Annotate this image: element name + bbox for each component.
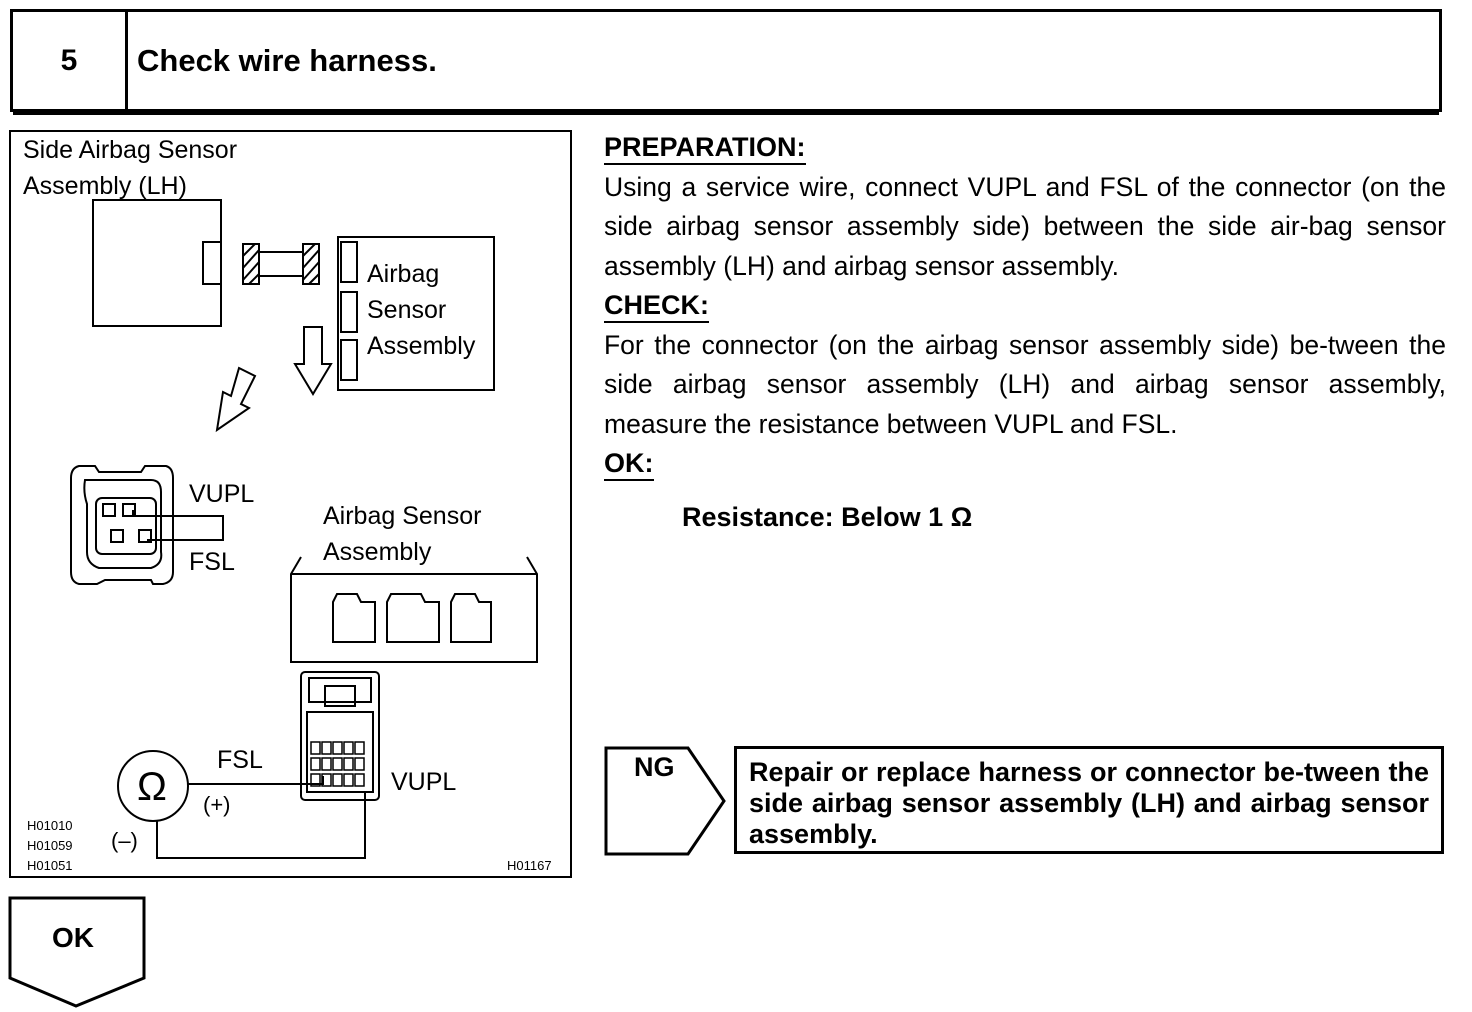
negative-lead xyxy=(156,792,366,859)
fsl-top-label: FSL xyxy=(189,548,235,576)
resistance-spec: Resistance: Below 1 Ω xyxy=(682,501,973,532)
code-3: H01051 xyxy=(27,858,73,873)
step-header: 5 Check wire harness. xyxy=(10,9,1442,115)
ng-label: NG xyxy=(634,752,675,782)
diagram-drawing: Side Airbag Sensor Assembly (LH) Airbag … xyxy=(23,136,552,873)
ok-arrow-icon xyxy=(8,896,146,1008)
code-1: H01010 xyxy=(27,818,73,833)
asa-label-2: Assembly xyxy=(323,538,432,566)
airbag-label-2: Sensor xyxy=(367,296,446,324)
airbag-label-3: Assembly xyxy=(367,332,476,360)
side-sensor-label-1: Side Airbag Sensor xyxy=(23,136,237,164)
wiring-diagram: Side Airbag Sensor Assembly (LH) Airbag … xyxy=(9,130,572,878)
down-arrow-icon xyxy=(293,326,333,396)
positive-lead xyxy=(188,776,324,785)
ohmmeter xyxy=(117,750,189,822)
vupl-bottom-label: VUPL xyxy=(391,768,456,796)
figure-code: H01167 xyxy=(507,858,552,873)
step-number: 5 xyxy=(13,12,128,109)
plus-label: (+) xyxy=(203,792,231,817)
preparation-heading: PREPARATION: xyxy=(604,131,806,165)
fsl-bottom-label: FSL xyxy=(217,746,263,774)
instructions: PREPARATION: Using a service wire, conne… xyxy=(604,128,1446,537)
check-text: For the connector (on the airbag sensor … xyxy=(604,329,1446,439)
service-wire-plug xyxy=(242,243,260,285)
airbag-sensor-connector xyxy=(300,671,380,801)
jumper-wire xyxy=(132,510,224,541)
ok-label: OK xyxy=(52,922,94,953)
step-title: Check wire harness. xyxy=(137,42,437,78)
check-heading: CHECK: xyxy=(604,289,709,323)
minus-label: (–) xyxy=(111,828,138,853)
side-sensor-label-2: Assembly (LH) xyxy=(23,172,187,200)
airbag-sensor-box xyxy=(337,236,495,391)
ok-heading: OK: xyxy=(604,447,654,481)
ohm-symbol: Ω xyxy=(137,765,167,809)
vupl-top-label: VUPL xyxy=(189,480,254,508)
ng-action-box: Repair or replace harness or connector b… xyxy=(734,746,1444,854)
side-sensor-connector-face xyxy=(70,465,174,585)
ng-arrow-icon xyxy=(604,746,726,856)
side-sensor-box xyxy=(92,199,222,327)
code-2: H01059 xyxy=(27,838,73,853)
asa-label-1: Airbag Sensor xyxy=(323,502,481,530)
preparation-text: Using a service wire, connect VUPL and F… xyxy=(604,171,1446,281)
airbag-label-1: Airbag xyxy=(367,260,439,288)
diagonal-arrow-icon xyxy=(215,366,257,433)
